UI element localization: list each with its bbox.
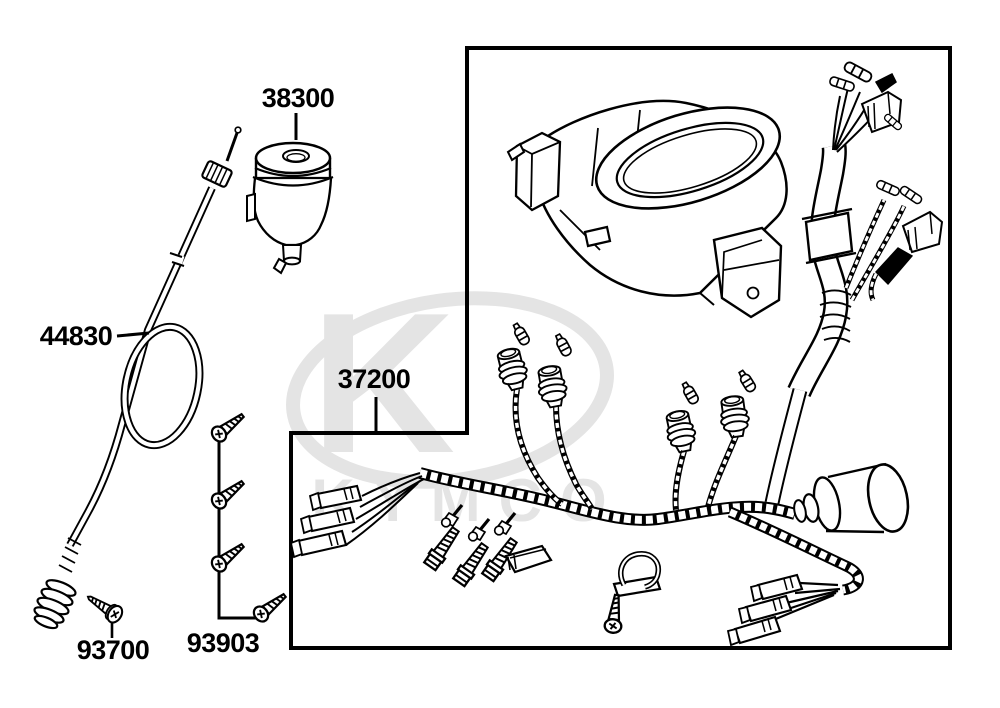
speedometer-housing-drawing: [506, 99, 788, 319]
part-44830-cable-drawing: [33, 126, 242, 630]
watermark-letter: K: [311, 272, 455, 495]
part-38300-relay-drawing: [246, 113, 334, 275]
wire-harness-drawing: [289, 59, 944, 647]
part-number-93700-label: 93700: [77, 635, 150, 665]
part-number-38300-label: 38300: [262, 83, 335, 113]
part-number-93903-label: 93903: [187, 628, 260, 658]
part-93700-screw-drawing: [82, 588, 127, 638]
harness-group-box: [289, 46, 952, 650]
part-93903-screws-drawing: [207, 408, 291, 626]
leader-line-44830: [116, 331, 150, 338]
part-number-44830-label: 44830: [40, 321, 113, 351]
part-number-37200-label: 37200: [338, 364, 411, 394]
leader-line-93903: [217, 432, 262, 620]
